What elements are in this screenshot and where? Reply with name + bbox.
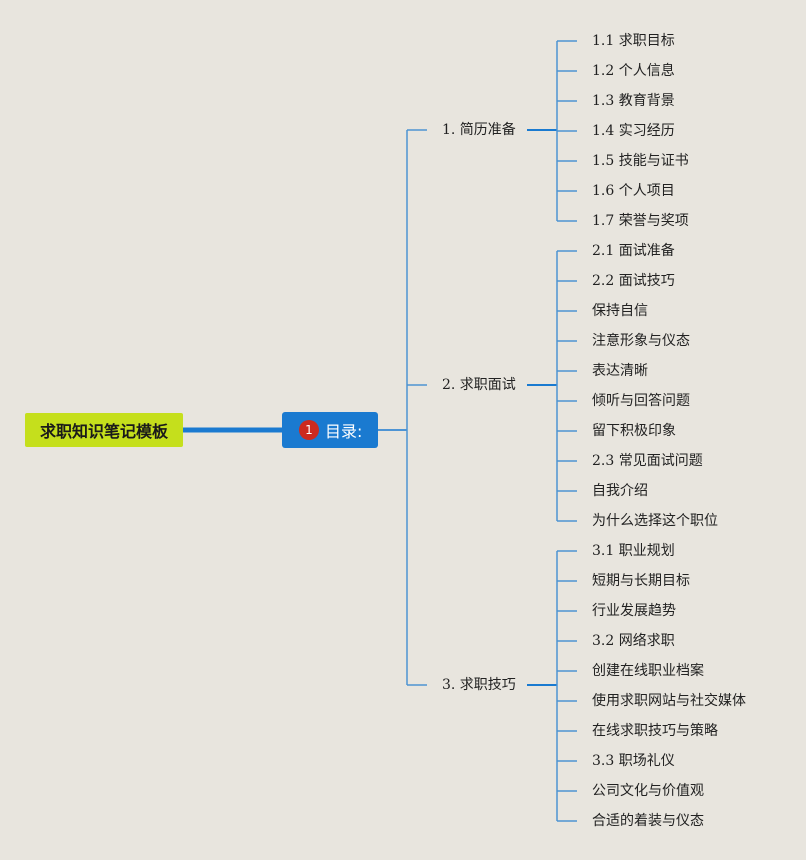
topic-item[interactable]: 倾听与回答问题 <box>592 393 690 409</box>
topic-item[interactable]: 公司文化与价值观 <box>592 783 704 799</box>
topic-item[interactable]: 使用求职网站与社交媒体 <box>592 693 746 709</box>
toc-label: 目录: <box>325 422 363 441</box>
topic-item[interactable]: 1.7 荣誉与奖项 <box>592 213 689 229</box>
topic-item[interactable]: 合适的着装与仪态 <box>592 813 704 829</box>
topic-item[interactable]: 留下积极印象 <box>592 423 676 439</box>
topic-item[interactable]: 1.4 实习经历 <box>592 123 675 139</box>
topic-item[interactable]: 短期与长期目标 <box>592 573 690 589</box>
topic-item[interactable]: 1.1 求职目标 <box>592 33 675 49</box>
topic-item[interactable]: 2.2 面试技巧 <box>592 273 675 289</box>
topic-item[interactable]: 保持自信 <box>592 303 648 319</box>
topic-item[interactable]: 创建在线职业档案 <box>592 663 704 679</box>
priority-badge-icon: 1 <box>299 420 319 440</box>
topic-item[interactable]: 3.3 职场礼仪 <box>592 753 675 769</box>
root-node[interactable]: 求职知识笔记模板 <box>25 413 183 447</box>
topic-item[interactable]: 表达清晰 <box>592 363 648 379</box>
topic-item[interactable]: 1.2 个人信息 <box>592 63 675 79</box>
topic-item[interactable]: 1.5 技能与证书 <box>592 153 689 169</box>
topic-item[interactable]: 自我介绍 <box>592 483 648 499</box>
section-node[interactable]: 3. 求职技巧 <box>442 677 516 693</box>
topic-item[interactable]: 注意形象与仪态 <box>592 333 690 349</box>
topic-item[interactable]: 3.1 职业规划 <box>592 543 675 559</box>
topic-item[interactable]: 3.2 网络求职 <box>592 633 675 649</box>
root-title: 求职知识笔记模板 <box>39 422 168 441</box>
topic-item[interactable]: 2.1 面试准备 <box>592 243 675 259</box>
toc-node[interactable]: 1 目录: <box>282 412 378 448</box>
topic-item[interactable]: 1.6 个人项目 <box>592 183 675 199</box>
topic-item[interactable]: 为什么选择这个职位 <box>592 513 718 529</box>
section-node[interactable]: 1. 简历准备 <box>442 122 516 138</box>
section-node[interactable]: 2. 求职面试 <box>442 377 516 393</box>
topic-item[interactable]: 在线求职技巧与策略 <box>592 723 718 739</box>
topic-item[interactable]: 行业发展趋势 <box>592 603 676 619</box>
topic-item[interactable]: 2.3 常见面试问题 <box>592 453 703 469</box>
topic-item[interactable]: 1.3 教育背景 <box>592 93 675 109</box>
